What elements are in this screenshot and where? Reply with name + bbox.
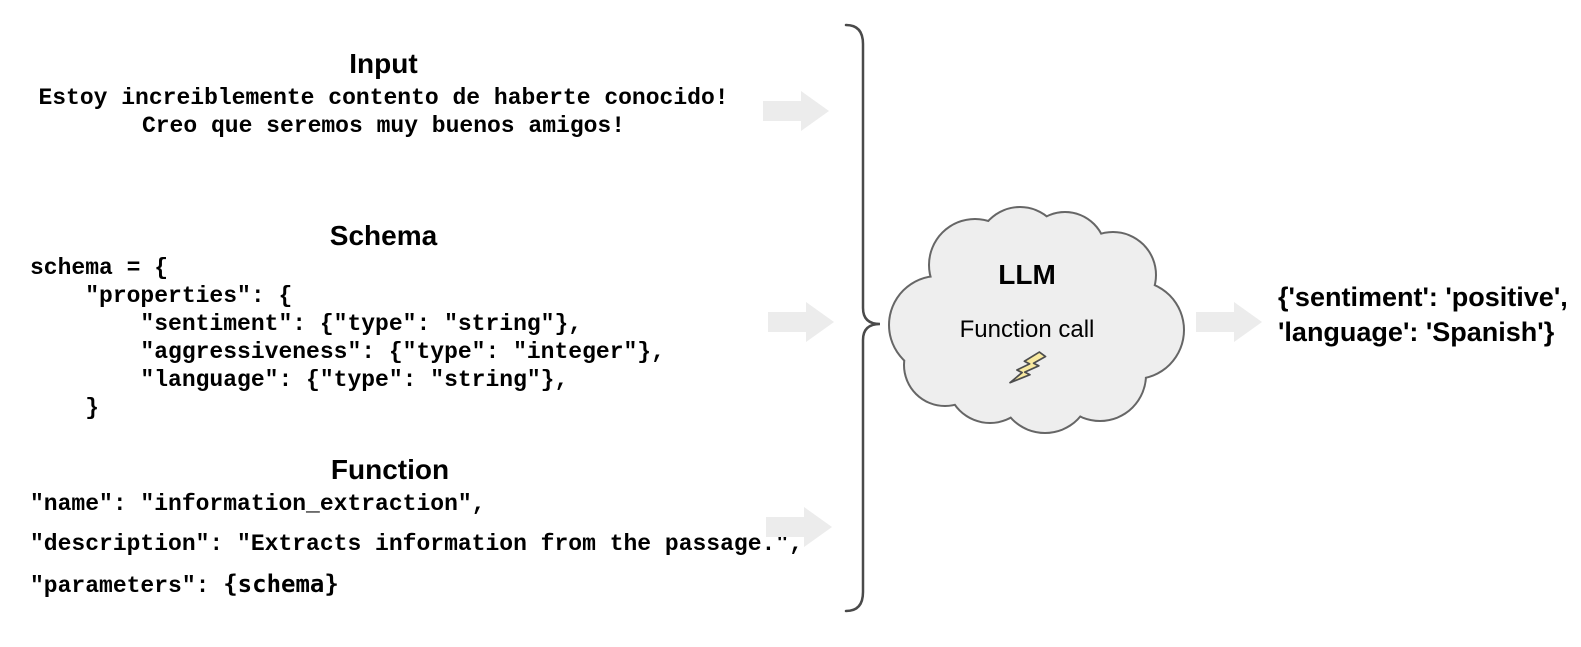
curly-brace-icon [844, 23, 881, 613]
code-line: "properties": { [30, 283, 293, 309]
arrow-right-icon [763, 91, 829, 131]
code-line: "aggressiveness": {"type": "integer"}, [30, 339, 665, 365]
code-line: } [30, 395, 100, 421]
output-line: {'sentiment': 'positive', [1278, 282, 1568, 312]
function-title: Function [330, 454, 450, 485]
code-line: "name": "information_extraction", [30, 491, 486, 517]
schema-reference: {schema} [223, 570, 339, 598]
code-line-prefix: "parameters": [30, 573, 224, 599]
arrow-right-icon [766, 507, 832, 547]
lightning-bolt-icon [1009, 351, 1047, 384]
code-line: "sentiment": {"type": "string"}, [30, 311, 583, 337]
code-line: "language": {"type": "string"}, [30, 367, 569, 393]
output-text: {'sentiment': 'positive', 'language': 'S… [1278, 280, 1578, 350]
output-line: 'language': 'Spanish'} [1278, 317, 1555, 347]
function-section: Function "name": "information_extraction… [30, 454, 803, 612]
llm-cloud: LLM Function call [866, 194, 1188, 446]
code-line: "description": "Extracts information fro… [30, 531, 803, 557]
input-title: Input [349, 48, 418, 79]
input-text-line: Creo que seremos muy buenos amigos! [141, 113, 626, 139]
schema-title: Schema [329, 220, 438, 251]
arrow-right-icon [768, 302, 834, 342]
code-line: schema = { [30, 255, 169, 281]
code-line: "parameters": {schema} [30, 570, 750, 600]
function-call-label: Function call [959, 316, 1095, 343]
llm-title: LLM [998, 259, 1056, 290]
cloud-shape-icon [888, 206, 1185, 434]
input-section: Input Estoy increiblemente contento de h… [30, 48, 737, 140]
arrow-right-icon [1196, 302, 1262, 342]
schema-section: Schema schema = { "properties": { "senti… [30, 220, 737, 422]
input-text-line: Estoy increiblemente contento de haberte… [38, 85, 729, 111]
